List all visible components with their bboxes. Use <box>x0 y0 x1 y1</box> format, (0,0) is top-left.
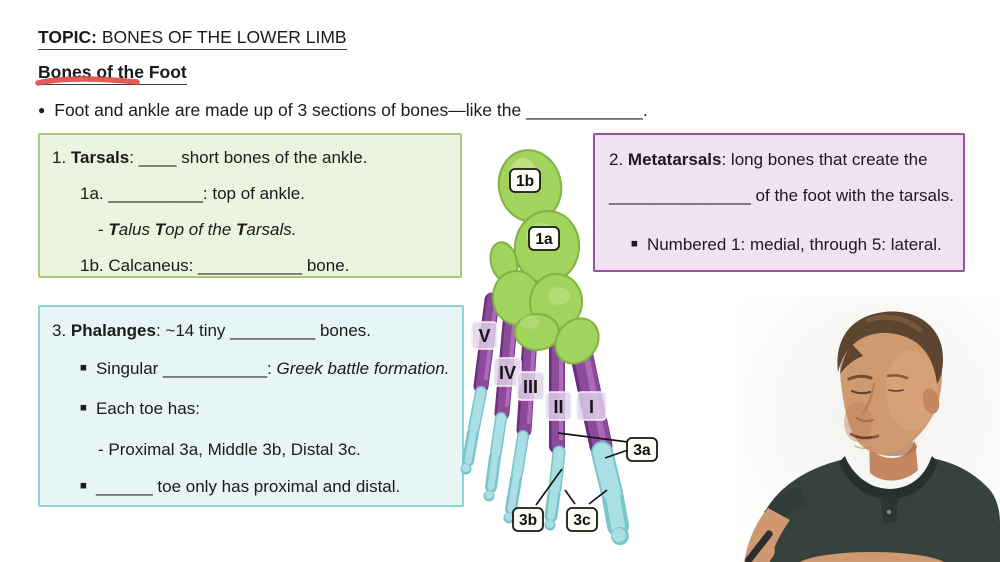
metatarsals-number: 2. <box>609 150 624 169</box>
mnemonic-t3: T <box>236 220 247 239</box>
metatarsals-line-1: 2. Metatarsals: long bones that create t… <box>609 142 949 178</box>
intro-bullet-line: ● Foot and ankle are made up of 3 section… <box>38 100 648 121</box>
mnemonic-t2: T <box>154 220 166 239</box>
tarsals-line-1a: 1a. __________: top of ankle. <box>80 184 305 203</box>
instructor-photo <box>735 295 1000 562</box>
metatarsals-note-box: 2. Metatarsals: long bones that create t… <box>593 133 965 272</box>
label-1b: 1b <box>516 173 534 190</box>
metatarsals-bullet-line: ■ Numbered 1: medial, through 5: lateral. <box>609 227 949 265</box>
mnemonic-r2: op of the <box>165 220 236 239</box>
phalanges-bullet-1-pre: Singular ___________: <box>95 358 277 378</box>
instructor-hair <box>837 311 943 384</box>
numeral-I: I <box>589 397 594 417</box>
mnemonic-r3: arsals. <box>246 220 297 239</box>
tarsals-line-1-rest: : ____ short bones of the ankle. <box>129 148 368 167</box>
mnemonic-r1: alus <box>118 220 155 239</box>
label-3b: 3b <box>519 512 537 529</box>
numeral-IV: IV <box>499 363 516 383</box>
pen-icon <box>744 530 773 562</box>
phalanges-line-1-rest: : ~14 tiny _________ bones. <box>155 321 372 340</box>
red-marker-underline <box>35 76 140 86</box>
square-bullet-icon: ■ <box>80 402 87 414</box>
metatarsals-line-1-rest: : long bones that create the <box>721 150 928 169</box>
phalanges-sub-text: Proximal 3a, Middle 3b, Distal 3c. <box>108 439 361 459</box>
square-bullet-icon: ■ <box>80 361 87 374</box>
phalanx-bones <box>460 386 629 545</box>
label-3c: 3c <box>573 512 591 529</box>
metatarsals-line-2: _______________ of the foot with the tar… <box>609 186 954 205</box>
numeral-II: II <box>553 397 563 417</box>
instructor-forearm <box>799 552 945 562</box>
instructor-head <box>840 315 942 454</box>
tarsals-note-box: 1. Tarsals: ____ short bones of the ankl… <box>38 133 462 278</box>
topic-underline-wrap: TOPIC: BONES OF THE LOWER LIMB <box>38 27 347 50</box>
mnemonic-t1: T <box>108 220 119 239</box>
tarsals-mnemonic-line: - Talus Top of the Tarsals. <box>52 212 448 248</box>
topic-title: BONES OF THE LOWER LIMB <box>101 27 347 47</box>
phalanges-bullet-2-text: Each toe has: <box>95 399 200 418</box>
square-bullet-icon: ■ <box>80 480 87 492</box>
dash-marker: - <box>98 220 104 239</box>
phalanges-bullet-2: ■ Each toe has: <box>52 390 450 431</box>
tarsals-term: Tarsals <box>70 148 130 167</box>
ear <box>922 388 940 414</box>
instructor-face-features <box>847 374 909 450</box>
numeral-III: III <box>523 377 538 397</box>
tarsals-line-1b: 1b. Calcaneus: ___________ bone. <box>80 256 350 275</box>
metatarsal-numeral-chips: V IV III II I <box>471 321 607 421</box>
numeral-V: V <box>478 326 490 346</box>
phalanges-term: Phalanges <box>70 321 156 340</box>
callout-labels: 1b 1a 3a 3b 3c <box>509 168 658 532</box>
metatarsals-bullet-text: Numbered 1: medial, through 5: lateral. <box>646 235 942 254</box>
intro-text: Foot and ankle are made up of 3 sections… <box>54 100 648 120</box>
round-bullet-icon: ● <box>38 103 46 117</box>
label-3a: 3a <box>633 442 651 459</box>
phalanges-bullet-1: ■ Singular ___________: Greek battle form… <box>52 350 450 391</box>
label-1a: 1a <box>535 231 553 248</box>
instructor-arm-and-pen <box>744 508 790 562</box>
dash-marker: - <box>98 439 104 459</box>
phalanges-line-1: 3. Phalanges: ~14 tiny _________ bones. <box>52 312 450 350</box>
phalanges-number: 3. <box>52 321 67 340</box>
foot-skeleton-diagram: V IV III II I 1b 1a 3a 3b 3c <box>460 149 658 545</box>
topic-label: TOPIC: <box>38 27 97 47</box>
phalanges-bullet-3-text: ______ toe only has proximal and distal. <box>95 477 401 496</box>
phalanges-note-box: 3. Phalanges: ~14 tiny _________ bones. … <box>38 305 464 507</box>
square-bullet-icon: ■ <box>631 238 638 250</box>
tarsals-line-1: 1. Tarsals: ____ short bones of the ankl… <box>52 140 448 176</box>
metatarsals-term: Metatarsals <box>627 150 722 169</box>
phalanges-bullet-3: ■ ______ toe only has proximal and distal… <box>52 468 450 509</box>
topic-heading: TOPIC: BONES OF THE LOWER LIMB <box>38 27 347 50</box>
leader-lines <box>535 432 629 506</box>
tarsals-number: 1. <box>52 148 67 167</box>
phalanges-bullet-1-italic: Greek battle formation. <box>276 358 450 378</box>
phalanges-sub-line: - Proximal 3a, Middle 3b, Distal 3c. <box>52 431 450 469</box>
